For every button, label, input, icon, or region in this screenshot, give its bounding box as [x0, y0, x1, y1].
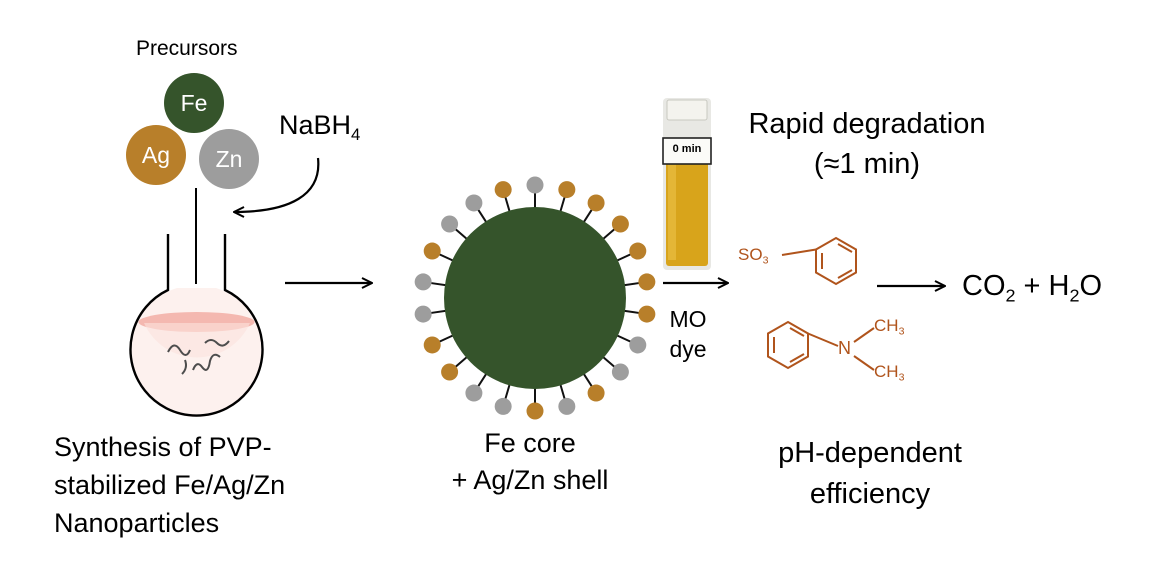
ag-label: Ag — [141, 141, 171, 168]
zn-shell-atom — [611, 363, 629, 381]
reagent-arrow — [234, 157, 320, 212]
degradation-line-1: Rapid degradation — [748, 108, 986, 140]
products-mid: + H — [1015, 270, 1070, 302]
zn-shell-atom — [526, 176, 544, 194]
dye-line-1: MO — [669, 306, 707, 332]
n-bond — [807, 332, 839, 347]
zn-shell-atom — [558, 397, 576, 415]
co2-sub: 2 — [1005, 285, 1016, 306]
synthesis-caption: Synthesis of PVP- stabilized Fe/Ag/Zn Na… — [54, 428, 285, 542]
so3-label: SO3 — [738, 245, 769, 267]
ag-shell-atom — [558, 181, 576, 199]
ag-shell-atom — [441, 363, 459, 381]
ch3-bottom-sub: 3 — [898, 371, 905, 384]
flask-icon — [129, 234, 264, 418]
vial-image — [662, 98, 712, 270]
synthesis-line-1: Synthesis of PVP- — [54, 432, 272, 462]
ag-shell-atom — [587, 384, 605, 402]
products-end: O — [1079, 270, 1103, 302]
fe-precursor-ball: Fe — [164, 73, 224, 133]
degradation-line-2: (≈1 min) — [813, 148, 921, 180]
synthesis-line-3: Nanoparticles — [54, 508, 220, 538]
nanoparticle-line-1: Fe core — [484, 428, 576, 458]
nanoparticle-caption: Fe core + Ag/Zn shell — [420, 425, 640, 499]
ch3-bottom-label: CH3 — [874, 362, 905, 384]
ag-shell-atom — [526, 402, 544, 420]
nanoparticle-line-2: + Ag/Zn shell — [451, 465, 609, 495]
zn-precursor-ball: Zn — [199, 129, 259, 189]
ch3-bottom-bond — [853, 355, 875, 371]
zn-shell-atom — [465, 194, 483, 212]
co2-main: CO — [962, 270, 1006, 302]
efficiency-line-1: pH-dependent — [778, 437, 962, 469]
zn-shell-atom — [494, 397, 512, 415]
n-label: N — [838, 338, 851, 358]
ch3-top-main: CH — [874, 316, 899, 335]
fe-core — [444, 207, 626, 389]
products-label: CO2 + H2O — [962, 270, 1103, 306]
fe-label: Fe — [180, 89, 208, 116]
ag-shell-atom — [423, 242, 441, 260]
vial-label: 0 min — [672, 143, 702, 155]
so3-bond — [781, 248, 817, 256]
ag-shell-atom — [638, 273, 656, 291]
reagent-label: NaBH4 — [279, 110, 361, 144]
degradation-label: Rapid degradation (≈1 min) — [722, 104, 1012, 184]
so3-sub: 3 — [762, 254, 769, 267]
precursors-title: Precursors — [136, 37, 238, 60]
ag-shell-atom — [629, 242, 647, 260]
ag-shell-atom — [638, 305, 656, 323]
dye-line-2: dye — [669, 336, 707, 362]
so3-main: SO — [738, 245, 763, 264]
zn-shell-atom — [414, 305, 432, 323]
dye-label: MO dye — [660, 304, 716, 364]
ag-precursor-ball: Ag — [126, 125, 186, 185]
ch3-top-bond — [853, 327, 875, 343]
ch3-bottom-main: CH — [874, 362, 899, 381]
ag-shell-atom — [587, 194, 605, 212]
reagent-main: NaBH — [279, 110, 352, 140]
zn-shell-atom — [629, 336, 647, 354]
h2o-sub: 2 — [1069, 285, 1080, 306]
nanoparticle-graphic — [414, 176, 656, 420]
zn-label: Zn — [215, 145, 243, 172]
zn-shell-atom — [465, 384, 483, 402]
ch3-top-sub: 3 — [898, 325, 905, 338]
ch3-top-label: CH3 — [874, 316, 905, 338]
zn-shell-atom — [441, 215, 459, 233]
efficiency-label: pH-dependent efficiency — [735, 433, 1005, 515]
synthesis-line-2: stabilized Fe/Ag/Zn — [54, 470, 286, 500]
ag-shell-atom — [611, 215, 629, 233]
zn-shell-atom — [414, 273, 432, 291]
efficiency-line-2: efficiency — [809, 478, 931, 510]
ag-shell-atom — [423, 336, 441, 354]
reagent-sub: 4 — [351, 124, 361, 144]
methyl-orange-molecule — [767, 236, 875, 371]
ag-shell-atom — [494, 181, 512, 199]
